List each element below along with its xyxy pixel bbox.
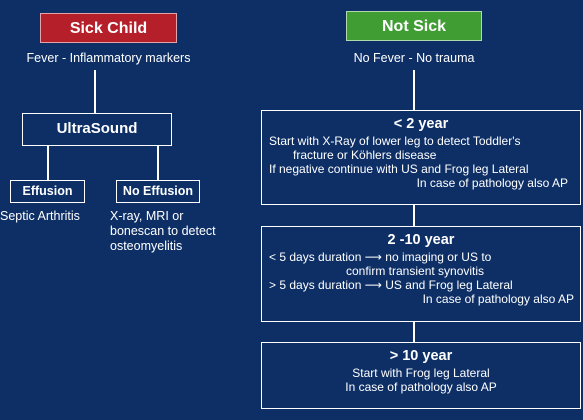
septic-arthritis-text: Septic Arthritis <box>0 209 80 223</box>
text-line: confirm transient synovitis <box>346 264 485 278</box>
over-10-year-box: > 10 year Start with Frog leg Lateral In… <box>261 342 581 409</box>
no-effusion-box: No Effusion <box>116 180 200 203</box>
text-line: If negative continue with US and Frog le… <box>269 162 529 176</box>
not-sick-subtitle: No Fever - No trauma <box>353 51 475 65</box>
connector-line <box>47 146 49 180</box>
connector-line <box>413 322 415 342</box>
connector-line <box>413 70 415 110</box>
under-2-year-box: < 2 year Start with X-Ray of lower leg t… <box>261 110 581 205</box>
effusion-box: Effusion <box>10 180 85 203</box>
2-to-10-year-box: 2 -10 year < 5 days duration ⟶ no imagin… <box>261 226 581 322</box>
not-sick-header: Not Sick <box>346 11 482 41</box>
text-line: Start with X-Ray of lower leg to detect … <box>269 134 521 148</box>
text-line: In case of pathology also AP <box>422 292 574 306</box>
no-effusion-result-text: X-ray, MRI or bonescan to detect osteomy… <box>110 209 240 254</box>
connector-line <box>413 205 415 226</box>
sick-child-subtitle: Fever - Inflammatory markers <box>26 51 191 65</box>
text-line: > 5 days duration ⟶ US and Frog leg Late… <box>269 278 513 292</box>
connector-line <box>157 146 159 180</box>
box-title: 2 -10 year <box>387 232 455 248</box>
sick-child-header: Sick Child <box>40 13 177 43</box>
text-line: In case of pathology also AP <box>416 176 568 190</box>
connector-line <box>94 70 96 113</box>
text-line: Start with Frog leg Lateral <box>352 366 490 380</box>
text-line: X-ray, MRI or <box>110 209 184 223</box>
box-title: < 2 year <box>393 116 449 132</box>
text-line: In case of pathology also AP <box>345 380 497 394</box>
box-title: > 10 year <box>389 348 453 364</box>
text-line: bonescan to detect <box>110 224 216 238</box>
text-line: < 5 days duration ⟶ no imaging or US to <box>269 250 492 264</box>
ultrasound-box: UltraSound <box>22 113 172 146</box>
text-line: fracture or Köhlers disease <box>293 148 437 162</box>
text-line: osteomyelitis <box>110 239 183 253</box>
